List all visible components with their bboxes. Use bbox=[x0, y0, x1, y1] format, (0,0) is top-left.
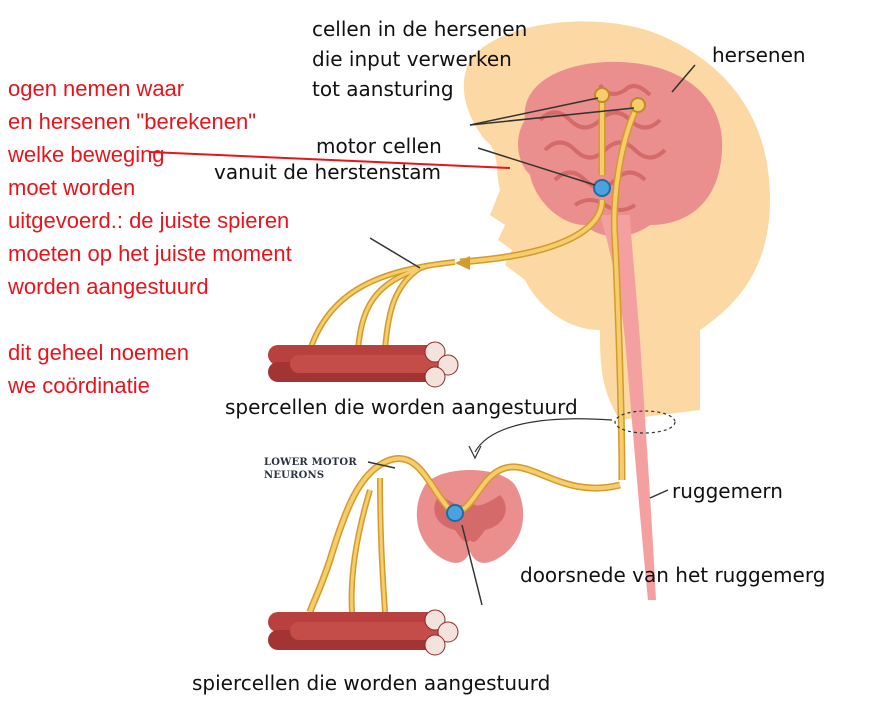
pointer-top-bundle bbox=[369, 237, 421, 269]
motor-cell-brainstem bbox=[593, 179, 611, 197]
note-line: uitgevoerd.: de juiste spieren bbox=[8, 208, 290, 233]
axon-branches-top-fill bbox=[308, 260, 456, 351]
lower-motor-neuron-cell bbox=[446, 504, 464, 522]
label-motor-cells: motor cellen bbox=[316, 134, 442, 158]
pointer-motor bbox=[477, 147, 596, 186]
note-line: moet worden bbox=[8, 175, 136, 200]
note-line: moeten op het juiste moment bbox=[8, 241, 292, 266]
note-line: worden aangestuurd bbox=[8, 274, 209, 299]
note-line bbox=[8, 303, 292, 336]
label-lower-motor-neurons: LOWER MOTOR NEURONS bbox=[264, 456, 357, 482]
pointer-spinal-cord bbox=[649, 489, 669, 499]
pointer-cells-2 bbox=[469, 107, 635, 126]
axon-branches-top bbox=[307, 259, 456, 351]
note-line: dit geheel noemen bbox=[8, 340, 190, 365]
label-spinal-cord: ruggemern bbox=[672, 479, 783, 503]
pointer-lower-motor bbox=[367, 461, 396, 469]
label-brain-cells-line: tot aansturing bbox=[312, 77, 454, 101]
axon-lower-fill bbox=[308, 456, 454, 613]
nerve-brain-right-fill bbox=[612, 104, 640, 481]
section-arrow bbox=[474, 418, 613, 453]
note-line: welke beweging bbox=[8, 142, 165, 167]
axon-branches-bottom-fill bbox=[350, 477, 387, 613]
axon-upper-fill bbox=[459, 199, 604, 264]
label-cross-section: doorsnede van het ruggemerg bbox=[520, 563, 826, 587]
label-brain: hersenen bbox=[712, 43, 806, 67]
label-lower-motor-line: LOWER MOTOR bbox=[264, 457, 357, 468]
label-lower-motor-line: NEURONS bbox=[264, 470, 325, 481]
brain-cell-1 bbox=[594, 87, 610, 103]
muscle-bundle-top bbox=[268, 341, 459, 388]
label-brain-cells: cellen in de hersenen die input verwerke… bbox=[312, 14, 527, 104]
label-muscle-top: spercellen die worden aangestuurd bbox=[225, 395, 578, 419]
brain-cell-2 bbox=[630, 97, 646, 113]
label-brain-cells-line: die input verwerken bbox=[312, 47, 512, 71]
note-line: en hersenen "berekenen" bbox=[8, 109, 257, 134]
pointer-brain bbox=[671, 64, 696, 93]
spinal-cord bbox=[600, 215, 656, 600]
muscle-bundle-bottom bbox=[268, 609, 459, 656]
section-marker bbox=[614, 410, 676, 434]
pointer-cells-1 bbox=[469, 97, 599, 126]
annotation-note: ogen nemen waar en hersenen "berekenen" … bbox=[8, 72, 292, 402]
strike-line bbox=[149, 151, 511, 169]
axon-spinal-in-fill bbox=[457, 464, 621, 514]
arrow-upper bbox=[455, 256, 470, 270]
label-motor-cells-sub: vanuit de herstenstam bbox=[214, 160, 442, 184]
label-brain-cells-line: cellen in de hersenen bbox=[312, 17, 528, 41]
pointer-cross-section bbox=[461, 524, 483, 606]
note-line: we coördinatie bbox=[8, 373, 150, 398]
label-muscle-bottom: spiercellen die worden aangestuurd bbox=[192, 671, 551, 695]
note-line: ogen nemen waar bbox=[8, 76, 185, 101]
section-arrowhead bbox=[468, 445, 482, 460]
